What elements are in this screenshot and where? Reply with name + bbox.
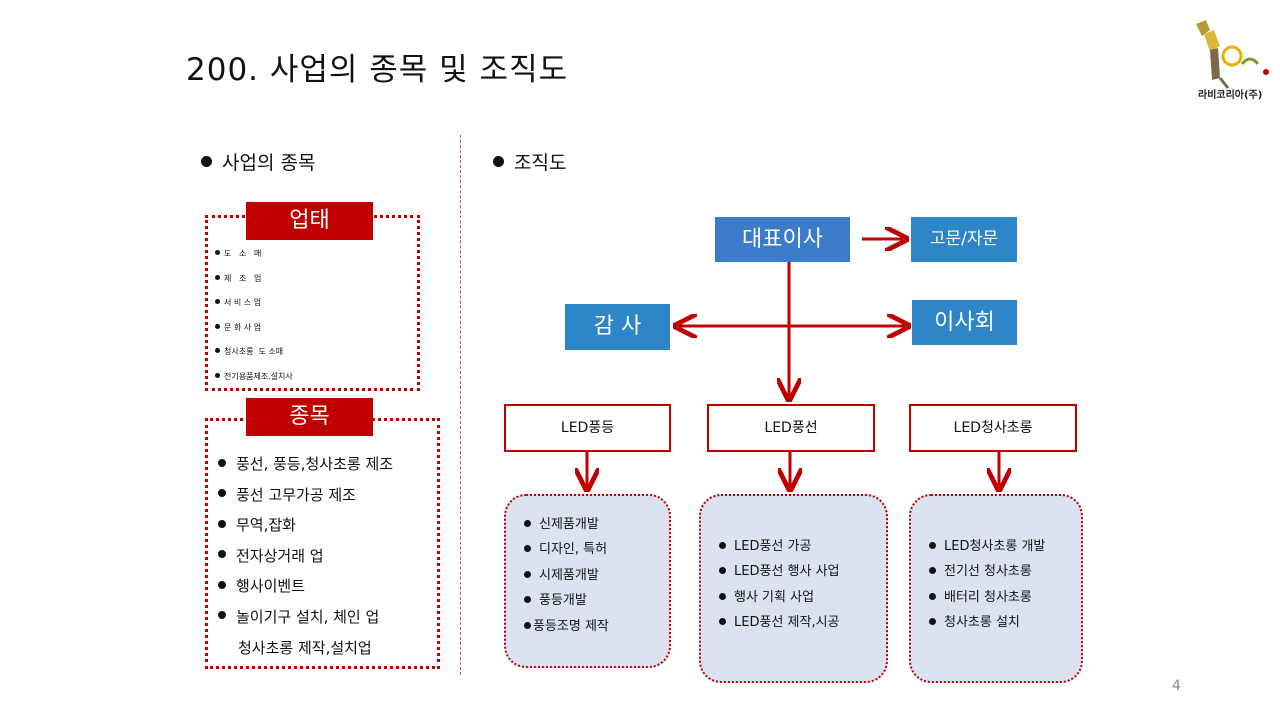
list-item: 디자인, 특허 — [524, 537, 669, 562]
list-item-continuation: 청사초롱 제작,설치업 — [238, 638, 372, 657]
ceo-box: 대표이사 — [715, 217, 850, 262]
uptae-label: 업태 — [246, 202, 373, 240]
list-item: 서 비 스 업 — [215, 291, 293, 316]
jongmok-list: 풍선, 풍등,청사초롱 제조 풍선 고무가공 제조 무역,잡화 전자상거래 업 … — [218, 449, 393, 663]
list-item: LED풍선 행사 사업 — [719, 559, 886, 584]
list-item: 풍등개발 — [524, 588, 669, 613]
list-item: LED풍선 제작,시공 — [719, 610, 886, 635]
advisor-box: 고문/자문 — [911, 217, 1017, 262]
audit-box: 감 사 — [565, 304, 670, 350]
division-led-balloon: LED풍선 — [707, 404, 875, 452]
list-item: 풍등조명 제작 — [524, 614, 669, 639]
list-item: 행사이벤트 — [218, 571, 393, 602]
list-item: 제 조 업 — [215, 267, 293, 292]
logo-text: 라비코리아(주) — [1198, 90, 1263, 101]
list-item: 전기용품제조.설치사 — [215, 365, 293, 390]
board-box: 이사회 — [912, 300, 1017, 345]
list-item: 풍선, 풍등,청사초롱 제조 — [218, 449, 393, 480]
company-logo — [1180, 16, 1276, 104]
business-heading: 사업의 종목 — [201, 148, 315, 175]
list-item: LED풍선 가공 — [719, 534, 886, 559]
org-heading: 조직도 — [493, 148, 566, 175]
section-divider — [460, 135, 461, 675]
bullet-icon — [493, 156, 504, 167]
business-heading-text: 사업의 종목 — [222, 152, 316, 174]
list-item: 신제품개발 — [524, 512, 669, 537]
list-item: 전자상거래 업 — [218, 541, 393, 572]
list-item: 청사초롱 설치 — [929, 610, 1081, 635]
list-item: 시제품개발 — [524, 563, 669, 588]
division-detail-lantern: 신제품개발 디자인, 특허 시제품개발 풍등개발 풍등조명 제작 — [504, 494, 671, 668]
list-item: 행사 기획 사업 — [719, 585, 886, 610]
list-item: LED청사초롱 개발 — [929, 534, 1081, 559]
uptae-list: 도 소 매 제 조 업 서 비 스 업 문 화 사 업 청사초롱 도 소매 전기… — [215, 242, 293, 389]
org-heading-text: 조직도 — [514, 152, 567, 174]
list-item: 전기선 청사초롱 — [929, 559, 1081, 584]
list-item: 청사초롱 도 소매 — [215, 340, 293, 365]
list-item: 문 화 사 업 — [215, 316, 293, 341]
list-item: 놀이기구 설치, 체인 업 — [218, 602, 393, 633]
division-detail-chungsa: LED청사초롱 개발 전기선 청사초롱 배터리 청사초롱 청사초롱 설치 — [909, 494, 1083, 683]
page-title: 200. 사업의 종목 및 조직도 — [186, 52, 569, 88]
division-led-chungsa: LED청사초롱 — [909, 404, 1077, 452]
list-item: 도 소 매 — [215, 242, 293, 267]
bullet-icon — [201, 156, 212, 167]
list-item: 배터리 청사초롱 — [929, 585, 1081, 610]
list-item: 풍선 고무가공 제조 — [218, 480, 393, 511]
division-detail-balloon: LED풍선 가공 LED풍선 행사 사업 행사 기획 사업 LED풍선 제작,시… — [699, 494, 888, 683]
page-number: 4 — [1172, 678, 1181, 694]
list-item: 무역,잡화 — [218, 510, 393, 541]
jongmok-label: 종목 — [246, 398, 373, 436]
division-led-lantern: LED풍등 — [504, 404, 671, 452]
